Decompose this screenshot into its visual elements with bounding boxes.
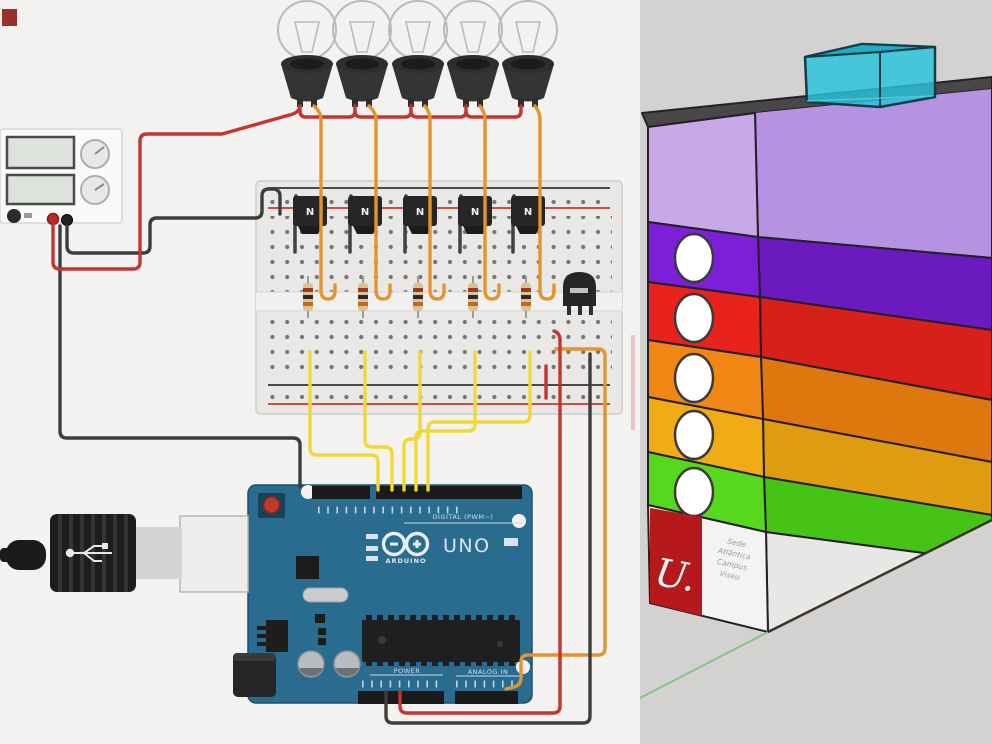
- power-supply-display-current: [5, 173, 76, 206]
- wire-bulb4-orange[interactable]: [478, 104, 501, 301]
- positive-terminal[interactable]: [46, 212, 60, 226]
- layer-base-side: [765, 531, 992, 633]
- to92-sensor[interactable]: [563, 272, 596, 315]
- reset-button[interactable]: [262, 496, 281, 514]
- transistor-label: N: [361, 207, 369, 218]
- resistor-5[interactable]: [521, 276, 531, 318]
- transistor-label: N: [471, 207, 479, 218]
- light-bulb-5[interactable]: [498, 0, 558, 107]
- resistor-3[interactable]: [413, 276, 423, 318]
- wire-signal-4[interactable]: [414, 350, 477, 492]
- light-bulbs: [277, 0, 558, 107]
- arduino-model-text: UNO: [443, 535, 491, 557]
- transistor-1[interactable]: N: [293, 194, 327, 254]
- digital-header-right[interactable]: [376, 486, 522, 499]
- mounting-hole: [301, 485, 315, 499]
- wire-5v[interactable]: [398, 329, 562, 715]
- transistor-5[interactable]: N: [511, 194, 545, 254]
- wire-bulb-power-chain[interactable]: [51, 104, 523, 271]
- wire-bulb3-orange[interactable]: [423, 104, 446, 301]
- window-violet: [673, 232, 715, 284]
- power-supply-display-voltage: [5, 135, 76, 170]
- layer-lavender-side: [755, 88, 992, 259]
- arduino-logo-icon: [381, 531, 407, 557]
- wire-signal-2[interactable]: [363, 350, 394, 492]
- window-orange: [673, 352, 715, 404]
- power-supply[interactable]: [0, 128, 123, 226]
- wire-bulb1-orange[interactable]: [312, 104, 337, 301]
- arduino-brand-text: ARDUINO: [385, 557, 426, 565]
- arduino-logo-icon: [404, 531, 430, 557]
- transistor-2[interactable]: N: [348, 194, 382, 254]
- green-axis-line: [640, 631, 769, 699]
- circuit-canvas: N N N N: [0, 0, 640, 744]
- usb-cable[interactable]: [0, 514, 182, 592]
- light-bulb-3[interactable]: [388, 0, 448, 107]
- resistors: [303, 276, 531, 318]
- wire-signal-3[interactable]: [402, 350, 422, 492]
- breadboard-grid-lower: [266, 312, 612, 372]
- logo-red-square: [650, 508, 702, 616]
- model-viewport: U. Sede Atlântica Campus Viseu: [640, 0, 992, 744]
- svg-text:Sede: Sede: [727, 537, 748, 550]
- wire-psu-gnd-rail[interactable]: [65, 187, 282, 255]
- mounting-hole: [516, 660, 530, 674]
- edge-artifact: [631, 335, 635, 430]
- window-green: [673, 466, 715, 518]
- atmega-chip: [362, 620, 520, 662]
- resistor-4[interactable]: [468, 276, 478, 318]
- arduino-board[interactable]: DIGITAL (PWM~) ARDUINO UNO: [179, 484, 533, 704]
- glass-box[interactable]: [803, 42, 937, 109]
- transistor-label: N: [306, 207, 314, 218]
- wire-signal-1[interactable]: [308, 350, 380, 492]
- corner-artifact: [2, 9, 17, 26]
- analog-header[interactable]: [455, 691, 518, 704]
- usb-metal-shell: [134, 527, 182, 579]
- led-rx: [366, 556, 378, 561]
- wire-gnd-loop[interactable]: [384, 352, 592, 725]
- digital-header-left[interactable]: [312, 486, 370, 499]
- light-bulb-2[interactable]: [332, 0, 392, 107]
- wire-bulb5-orange[interactable]: [533, 104, 556, 301]
- wire-analog-orange[interactable]: [504, 347, 607, 691]
- window-red: [673, 292, 715, 344]
- layer-lavender-front: [647, 112, 759, 238]
- building-model[interactable]: U. Sede Atlântica Campus Viseu: [641, 42, 992, 645]
- light-bulb-4[interactable]: [443, 0, 503, 107]
- digital-label: DIGITAL (PWM~): [433, 513, 494, 521]
- breadboard-grid-upper: [266, 216, 612, 292]
- barrel-jack: [233, 653, 276, 697]
- resistor-2[interactable]: [358, 276, 368, 318]
- power-button[interactable]: [7, 209, 21, 223]
- logo-monogram: U.: [652, 550, 700, 600]
- transistor-label: N: [524, 207, 532, 218]
- mounting-hole: [512, 514, 526, 528]
- wire-signal-5[interactable]: [426, 350, 532, 492]
- light-bulb-1[interactable]: [277, 0, 337, 107]
- breadboard-rail-holes-bottom: [268, 388, 610, 402]
- power-label-mark: [24, 213, 32, 218]
- transistor-label: N: [416, 207, 424, 218]
- usb-trident-icon: [65, 543, 112, 562]
- voltage-regulator: [266, 620, 288, 652]
- building-base-edge: [767, 518, 992, 634]
- usb-cable-tip: [6, 540, 46, 570]
- led-tx: [366, 546, 378, 551]
- crystal-oscillator: [302, 587, 349, 603]
- resistor-1[interactable]: [303, 276, 313, 318]
- glass-box-inner-edge: [806, 95, 934, 102]
- negative-terminal[interactable]: [61, 214, 73, 226]
- power-led: [504, 538, 518, 546]
- window-amber: [673, 409, 715, 461]
- led-l: [366, 534, 378, 539]
- usb-port: [179, 515, 249, 593]
- wire-bulb2-orange[interactable]: [367, 104, 392, 301]
- wire-psu-arduino-gnd[interactable]: [58, 224, 302, 489]
- analog-label: ANALOG IN: [468, 668, 509, 676]
- svg-text:Viseu: Viseu: [719, 569, 741, 582]
- usb-interface-chip: [296, 556, 319, 579]
- power-label: POWER: [394, 667, 421, 675]
